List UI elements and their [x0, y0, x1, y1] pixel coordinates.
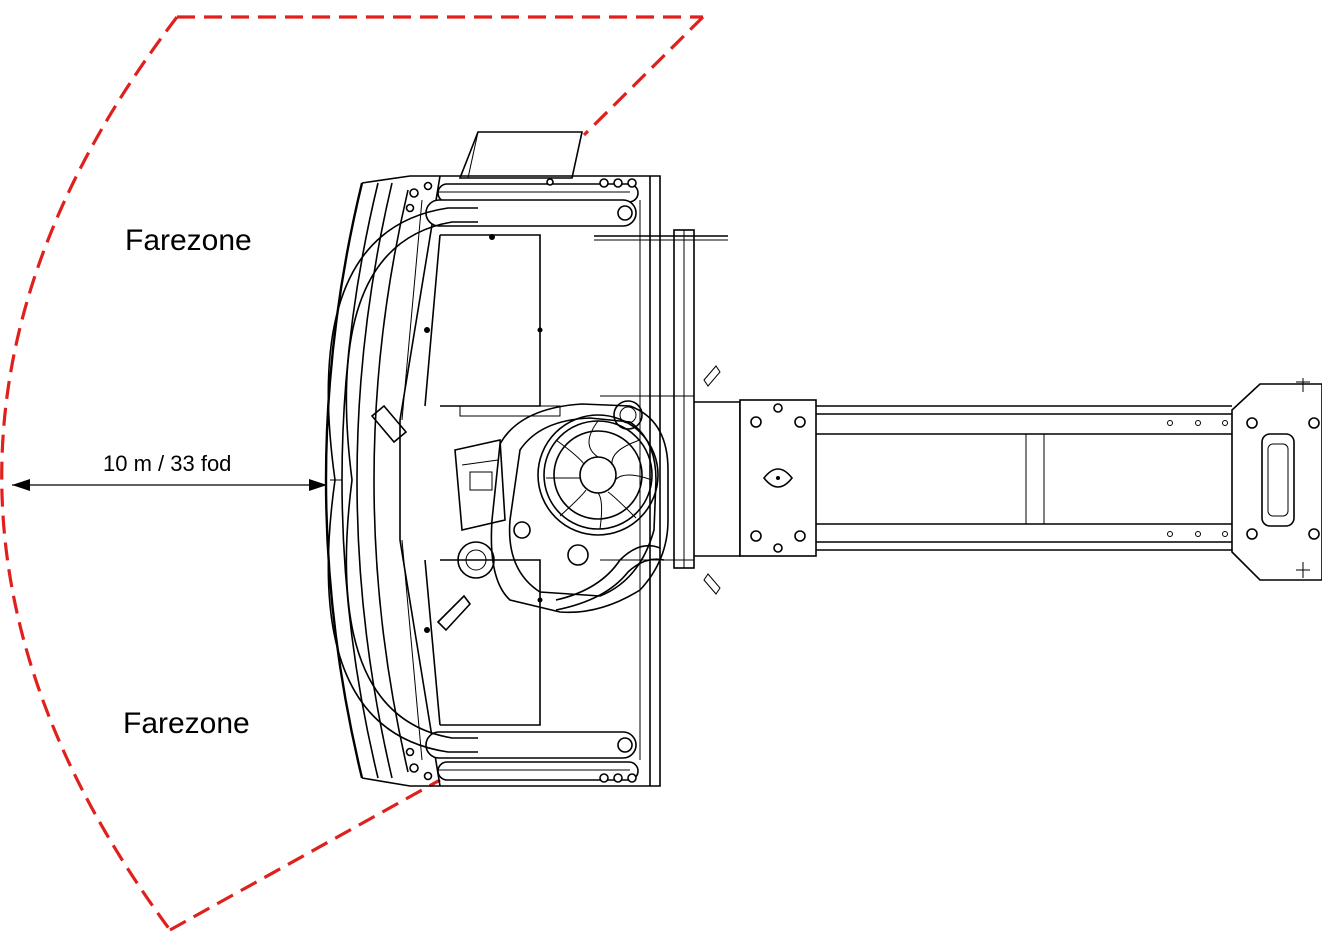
deck-plate	[399, 175, 661, 787]
bottom-slot-rail	[425, 731, 639, 781]
housing-outer-walls	[324, 175, 440, 787]
cooling-fan	[537, 414, 659, 536]
dimension-arrow-right	[309, 479, 327, 491]
distance-label: 10 m / 33 fod	[103, 451, 231, 476]
dimension-arrow-left	[12, 479, 30, 491]
cover-blocks	[424, 234, 561, 726]
bolts-bottom	[405, 747, 637, 783]
hazard-boundary-arc	[0, 16, 179, 931]
hazard-zone-boundary	[0, 15, 705, 932]
side-lever	[370, 404, 408, 444]
pivot-plate	[739, 399, 817, 557]
hazard-boundary-bottom-ray	[169, 778, 441, 932]
bolts-top	[405, 178, 637, 213]
end-flange	[1231, 378, 1322, 581]
top-slot-rail	[425, 183, 639, 227]
discharge-chute	[458, 131, 583, 179]
distance-dimension: 10 m / 33 fod	[12, 451, 327, 491]
machine-line-drawing	[324, 131, 1322, 787]
boom-arm	[816, 405, 1232, 551]
hazard-zone-label-top: Farezone	[125, 224, 252, 257]
hazard-boundary-top-ray	[582, 15, 705, 137]
hazard-zone-label-bottom: Farezone	[123, 707, 250, 740]
curved-hose	[327, 207, 478, 753]
engine-assembly	[436, 400, 669, 632]
